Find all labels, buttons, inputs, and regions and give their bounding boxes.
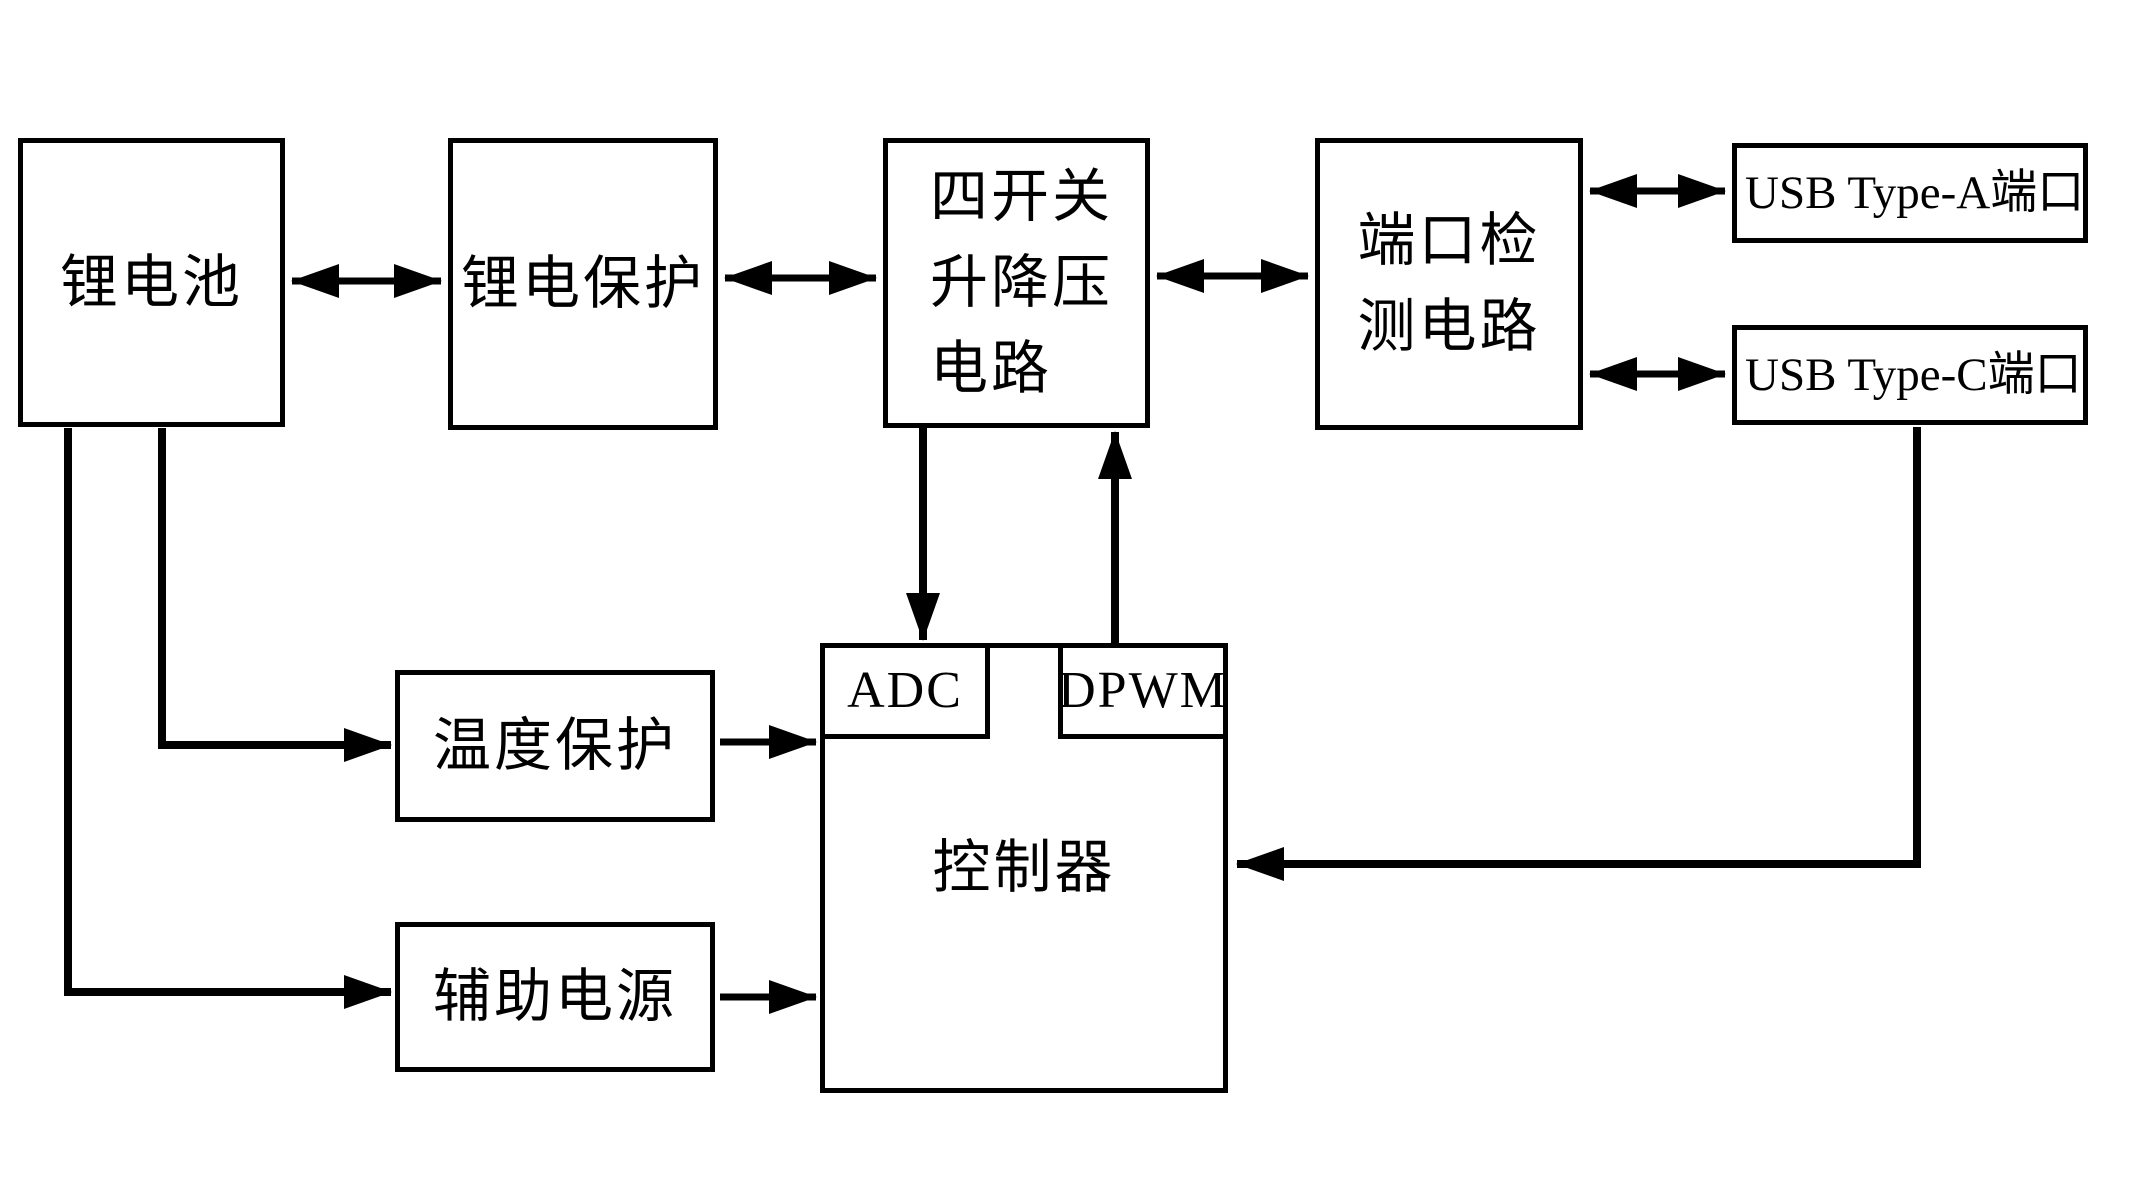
usb-type-a-port-label: USB Type-A端口	[1745, 166, 2085, 219]
dpwm-label: DPWM	[1058, 662, 1228, 719]
port-detection-circuit-box: 端口检 测电路	[1315, 138, 1583, 430]
adc-label: ADC	[847, 662, 963, 719]
controller-label: 控制器	[932, 835, 1116, 900]
buck-boost-line-2: 升降压	[930, 250, 1114, 315]
auxiliary-power-label: 辅助电源	[432, 964, 677, 1029]
battery-label: 锂电池	[59, 249, 243, 315]
auxiliary-power-box: 辅助电源	[395, 922, 715, 1072]
arrow-battery-tempprot	[158, 428, 392, 762]
buck-boost-line-3: 电路	[930, 336, 1053, 401]
dpwm-box: DPWM	[1058, 643, 1228, 739]
buck-boost-circuit-box: 四开关 升降压 电路	[883, 138, 1150, 428]
usb-type-a-port-box: USB Type-A端口	[1732, 143, 2088, 243]
buck-boost-line-1: 四开关	[930, 164, 1114, 229]
port-detection-line-2: 测电路	[1357, 294, 1541, 359]
battery-protection-box: 锂电保护	[448, 138, 718, 430]
temperature-protection-box: 温度保护	[395, 670, 715, 822]
usb-type-c-port-label: USB Type-C端口	[1745, 348, 2082, 401]
battery-protection-label: 锂电保护	[460, 251, 705, 316]
temperature-protection-label: 温度保护	[432, 713, 677, 778]
port-detection-line-1: 端口检	[1357, 208, 1541, 273]
adc-box: ADC	[820, 643, 990, 739]
arrow-usbc-controller	[1236, 427, 1921, 881]
battery-box: 锂电池	[18, 138, 285, 427]
arrow-battery-auxpower	[64, 428, 392, 1009]
usb-type-c-port-box: USB Type-C端口	[1732, 325, 2088, 425]
